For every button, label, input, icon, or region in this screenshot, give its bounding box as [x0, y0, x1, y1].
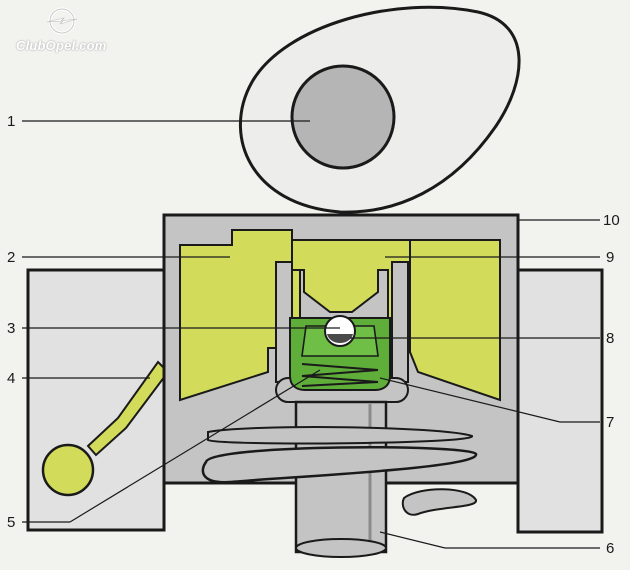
- leader-7: [379, 377, 561, 423]
- leader-lines: [22, 120, 600, 549]
- watermark: ClubOpel.com: [10, 4, 130, 54]
- callout-7: 7: [606, 414, 615, 431]
- check-valve-ball-shade: [327, 334, 353, 343]
- valve-spring-coil: [201, 446, 478, 484]
- valve-spring-top: [207, 426, 474, 445]
- watermark-text: ClubOpel.com: [16, 38, 107, 53]
- callout-2: 2: [7, 249, 16, 266]
- callout-10: 10: [603, 212, 620, 229]
- callout-6: 6: [606, 540, 615, 557]
- leader-5b: [69, 369, 321, 523]
- valve-stem-end: [295, 538, 387, 558]
- cylinder-head-right: [516, 268, 604, 534]
- camshaft-center: [290, 64, 396, 170]
- plunger: [291, 239, 411, 353]
- bore-wall-right: [391, 261, 409, 383]
- callout-8: 8: [606, 330, 615, 347]
- callout-3: 3: [7, 320, 16, 337]
- callout-9: 9: [606, 249, 615, 266]
- callout-1: 1: [7, 113, 16, 130]
- leader-6: [379, 531, 446, 549]
- callout-5: 5: [7, 514, 16, 531]
- oil-drilling-end: [41, 443, 95, 497]
- valve-spring-lower: [401, 488, 477, 516]
- opel-lightning-icon: [46, 7, 78, 35]
- plunger-spring: [301, 363, 379, 387]
- callout-4: 4: [7, 370, 16, 387]
